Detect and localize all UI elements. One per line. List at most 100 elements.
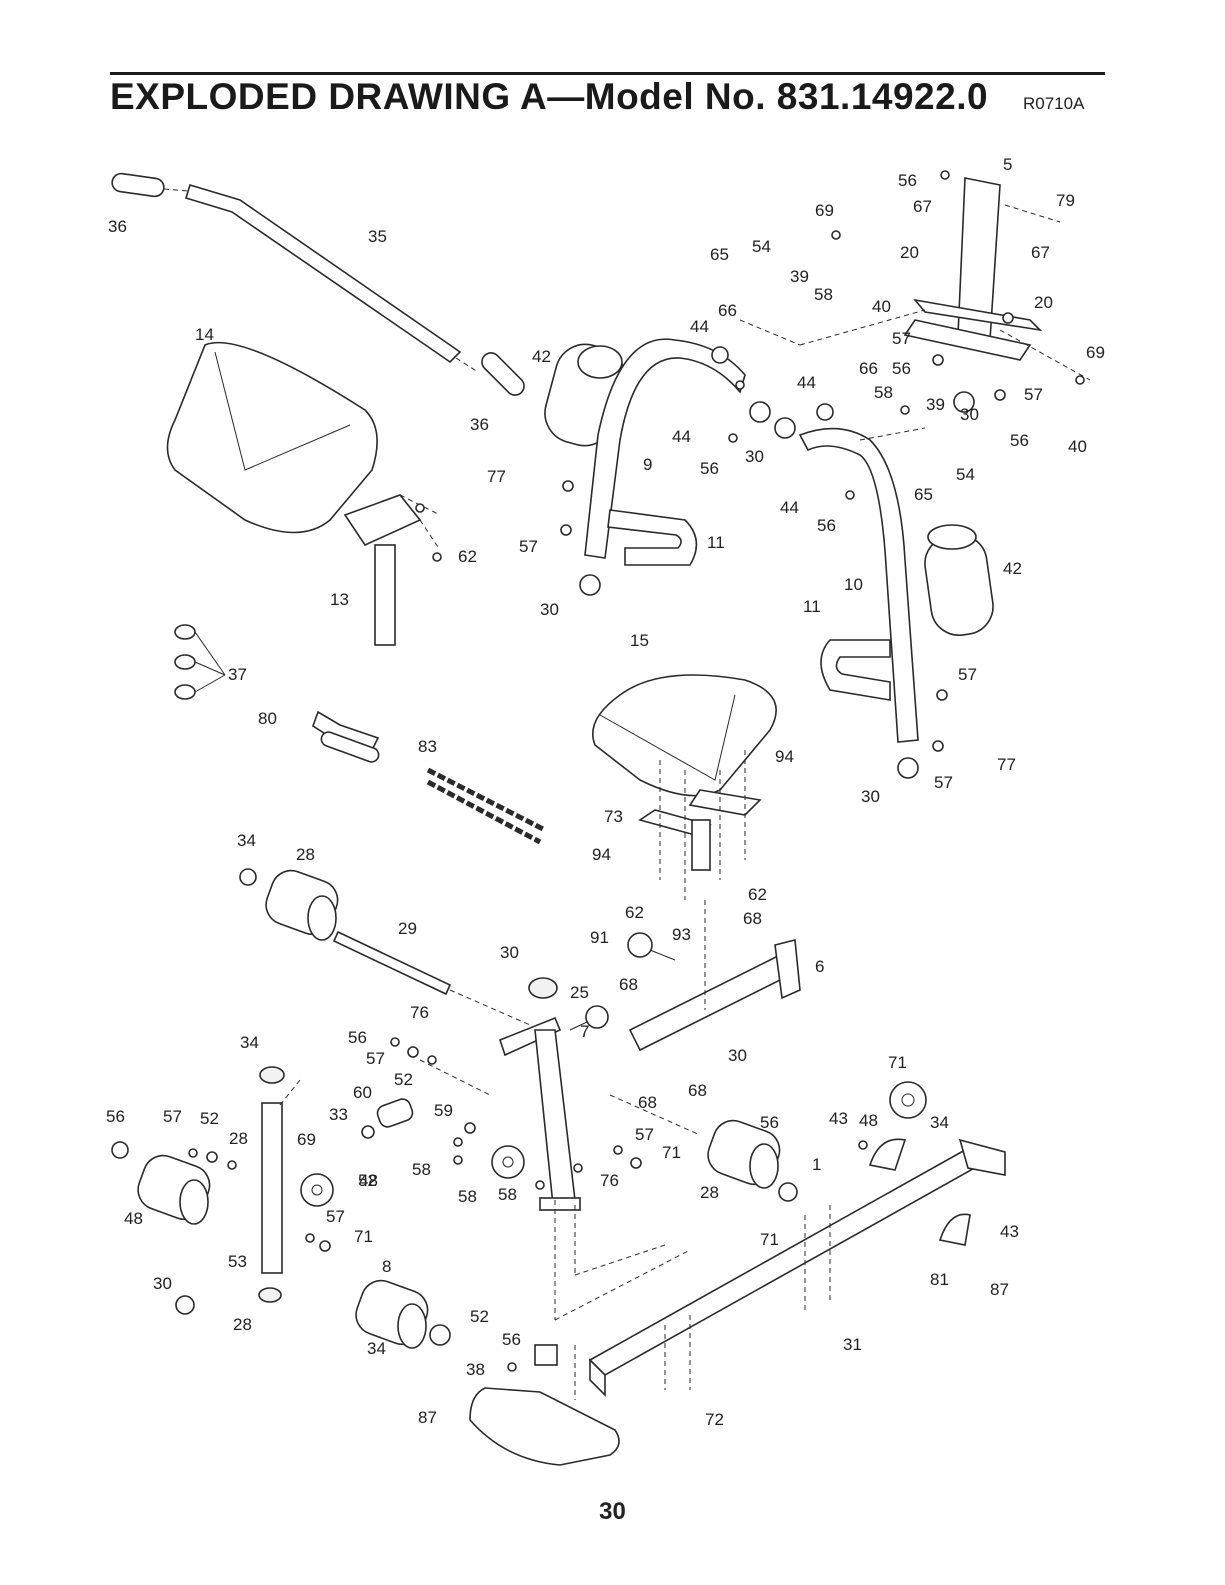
roller-28-b [137, 1154, 211, 1225]
knob-91 [627, 932, 676, 961]
part-label-72: 72 [705, 1410, 724, 1429]
back-pad-bracket-13 [343, 494, 441, 646]
pulley-48-b [491, 1145, 525, 1179]
part-label-36: 36 [108, 217, 127, 236]
part-label-30: 30 [728, 1046, 747, 1065]
drawing-reference-code: R0710A [1023, 94, 1085, 113]
part-label-40: 40 [872, 297, 891, 316]
clips-37 [174, 624, 226, 700]
part-label-57: 57 [1024, 385, 1043, 404]
part-label-48: 48 [359, 1171, 378, 1190]
part-label-28: 28 [296, 845, 315, 864]
post-7 [499, 977, 581, 1211]
part-label-28: 28 [229, 1129, 248, 1148]
part-label-10: 10 [844, 575, 863, 594]
pulley-48-c [889, 1081, 927, 1119]
roller-28-c [355, 1279, 429, 1349]
part-label-43: 43 [1000, 1222, 1019, 1241]
part-label-54: 54 [752, 237, 771, 256]
part-label-33: 33 [329, 1105, 348, 1124]
part-label-30: 30 [500, 943, 519, 962]
part-label-44: 44 [780, 498, 799, 517]
foot-plate-38 [469, 1344, 620, 1466]
part-label-30: 30 [540, 600, 559, 619]
part-label-71: 71 [354, 1227, 373, 1246]
part-label-94: 94 [775, 747, 794, 766]
part-label-73: 73 [604, 807, 623, 826]
part-label-44: 44 [672, 427, 691, 446]
part-label-81: 81 [930, 1270, 949, 1289]
part-label-20: 20 [1034, 293, 1053, 312]
part-label-34: 34 [237, 831, 256, 850]
part-label-40: 40 [1068, 437, 1087, 456]
part-label-15: 15 [630, 631, 649, 650]
cover-43-a [868, 1138, 907, 1171]
post-8 [258, 1066, 301, 1303]
part-label-58: 58 [814, 285, 833, 304]
part-label-66: 66 [859, 359, 878, 378]
part-label-56: 56 [348, 1028, 367, 1047]
part-label-68: 68 [688, 1081, 707, 1100]
part-label-35: 35 [368, 227, 387, 246]
part-label-69: 69 [815, 201, 834, 220]
part-label-71: 71 [760, 1230, 779, 1249]
part-label-11: 11 [803, 597, 821, 616]
part-label-56: 56 [760, 1113, 779, 1132]
part-label-76: 76 [600, 1171, 619, 1190]
part-label-56: 56 [1010, 431, 1029, 450]
seat-bracket-73 [638, 750, 762, 900]
seat-15 [591, 674, 777, 797]
part-label-57: 57 [519, 537, 538, 556]
part-label-28: 28 [700, 1183, 719, 1202]
part-label-11: 11 [707, 533, 725, 552]
part-label-62: 62 [748, 885, 767, 904]
part-label-13: 13 [330, 590, 349, 609]
pad-42-right [924, 524, 994, 637]
part-label-56: 56 [892, 359, 911, 378]
page-title: EXPLODED DRAWING A—Model No. 831.14922.0 [110, 76, 989, 117]
part-label-60: 60 [353, 1083, 372, 1102]
part-label-53: 53 [228, 1252, 247, 1271]
cover-43-b [938, 1213, 971, 1246]
part-label-80: 80 [258, 709, 277, 728]
part-label-58: 58 [412, 1160, 431, 1179]
part-label-67: 67 [1031, 243, 1050, 262]
part-label-20: 20 [900, 243, 919, 262]
frame-10 [798, 427, 919, 743]
chain-83 [426, 767, 547, 845]
part-label-36: 36 [470, 415, 489, 434]
part-label-48: 48 [124, 1209, 143, 1228]
part-label-38: 38 [466, 1360, 485, 1379]
part-label-62: 62 [625, 903, 644, 922]
part-label-39: 39 [926, 395, 945, 414]
part-label-37: 37 [228, 665, 247, 684]
handlebar-35 [111, 172, 525, 396]
part-label-57: 57 [326, 1207, 345, 1226]
page-number: 30 [599, 1498, 626, 1525]
part-label-77: 77 [487, 467, 506, 486]
axle-29 [332, 930, 531, 1026]
part-label-91: 91 [590, 928, 609, 947]
part-label-30: 30 [960, 405, 979, 424]
part-label-69: 69 [1086, 343, 1105, 362]
part-label-30: 30 [861, 787, 880, 806]
part-label-14: 14 [195, 325, 214, 344]
part-label-34: 34 [240, 1033, 259, 1052]
part-label-42: 42 [1003, 559, 1022, 578]
part-label-68: 68 [743, 909, 762, 928]
part-label-34: 34 [930, 1113, 949, 1132]
part-label-87: 87 [990, 1280, 1009, 1299]
part-label-94: 94 [592, 845, 611, 864]
back-pad-14 [166, 341, 378, 534]
part-label-56: 56 [817, 516, 836, 535]
part-label-87: 87 [418, 1408, 437, 1427]
hardware [111, 170, 1085, 1372]
part-label-39: 39 [790, 267, 809, 286]
part-label-29: 29 [398, 919, 417, 938]
frame-11-right [820, 639, 891, 701]
part-label-1: 1 [812, 1155, 821, 1174]
part-label-52: 52 [358, 1171, 377, 1190]
part-label-42: 42 [532, 347, 551, 366]
